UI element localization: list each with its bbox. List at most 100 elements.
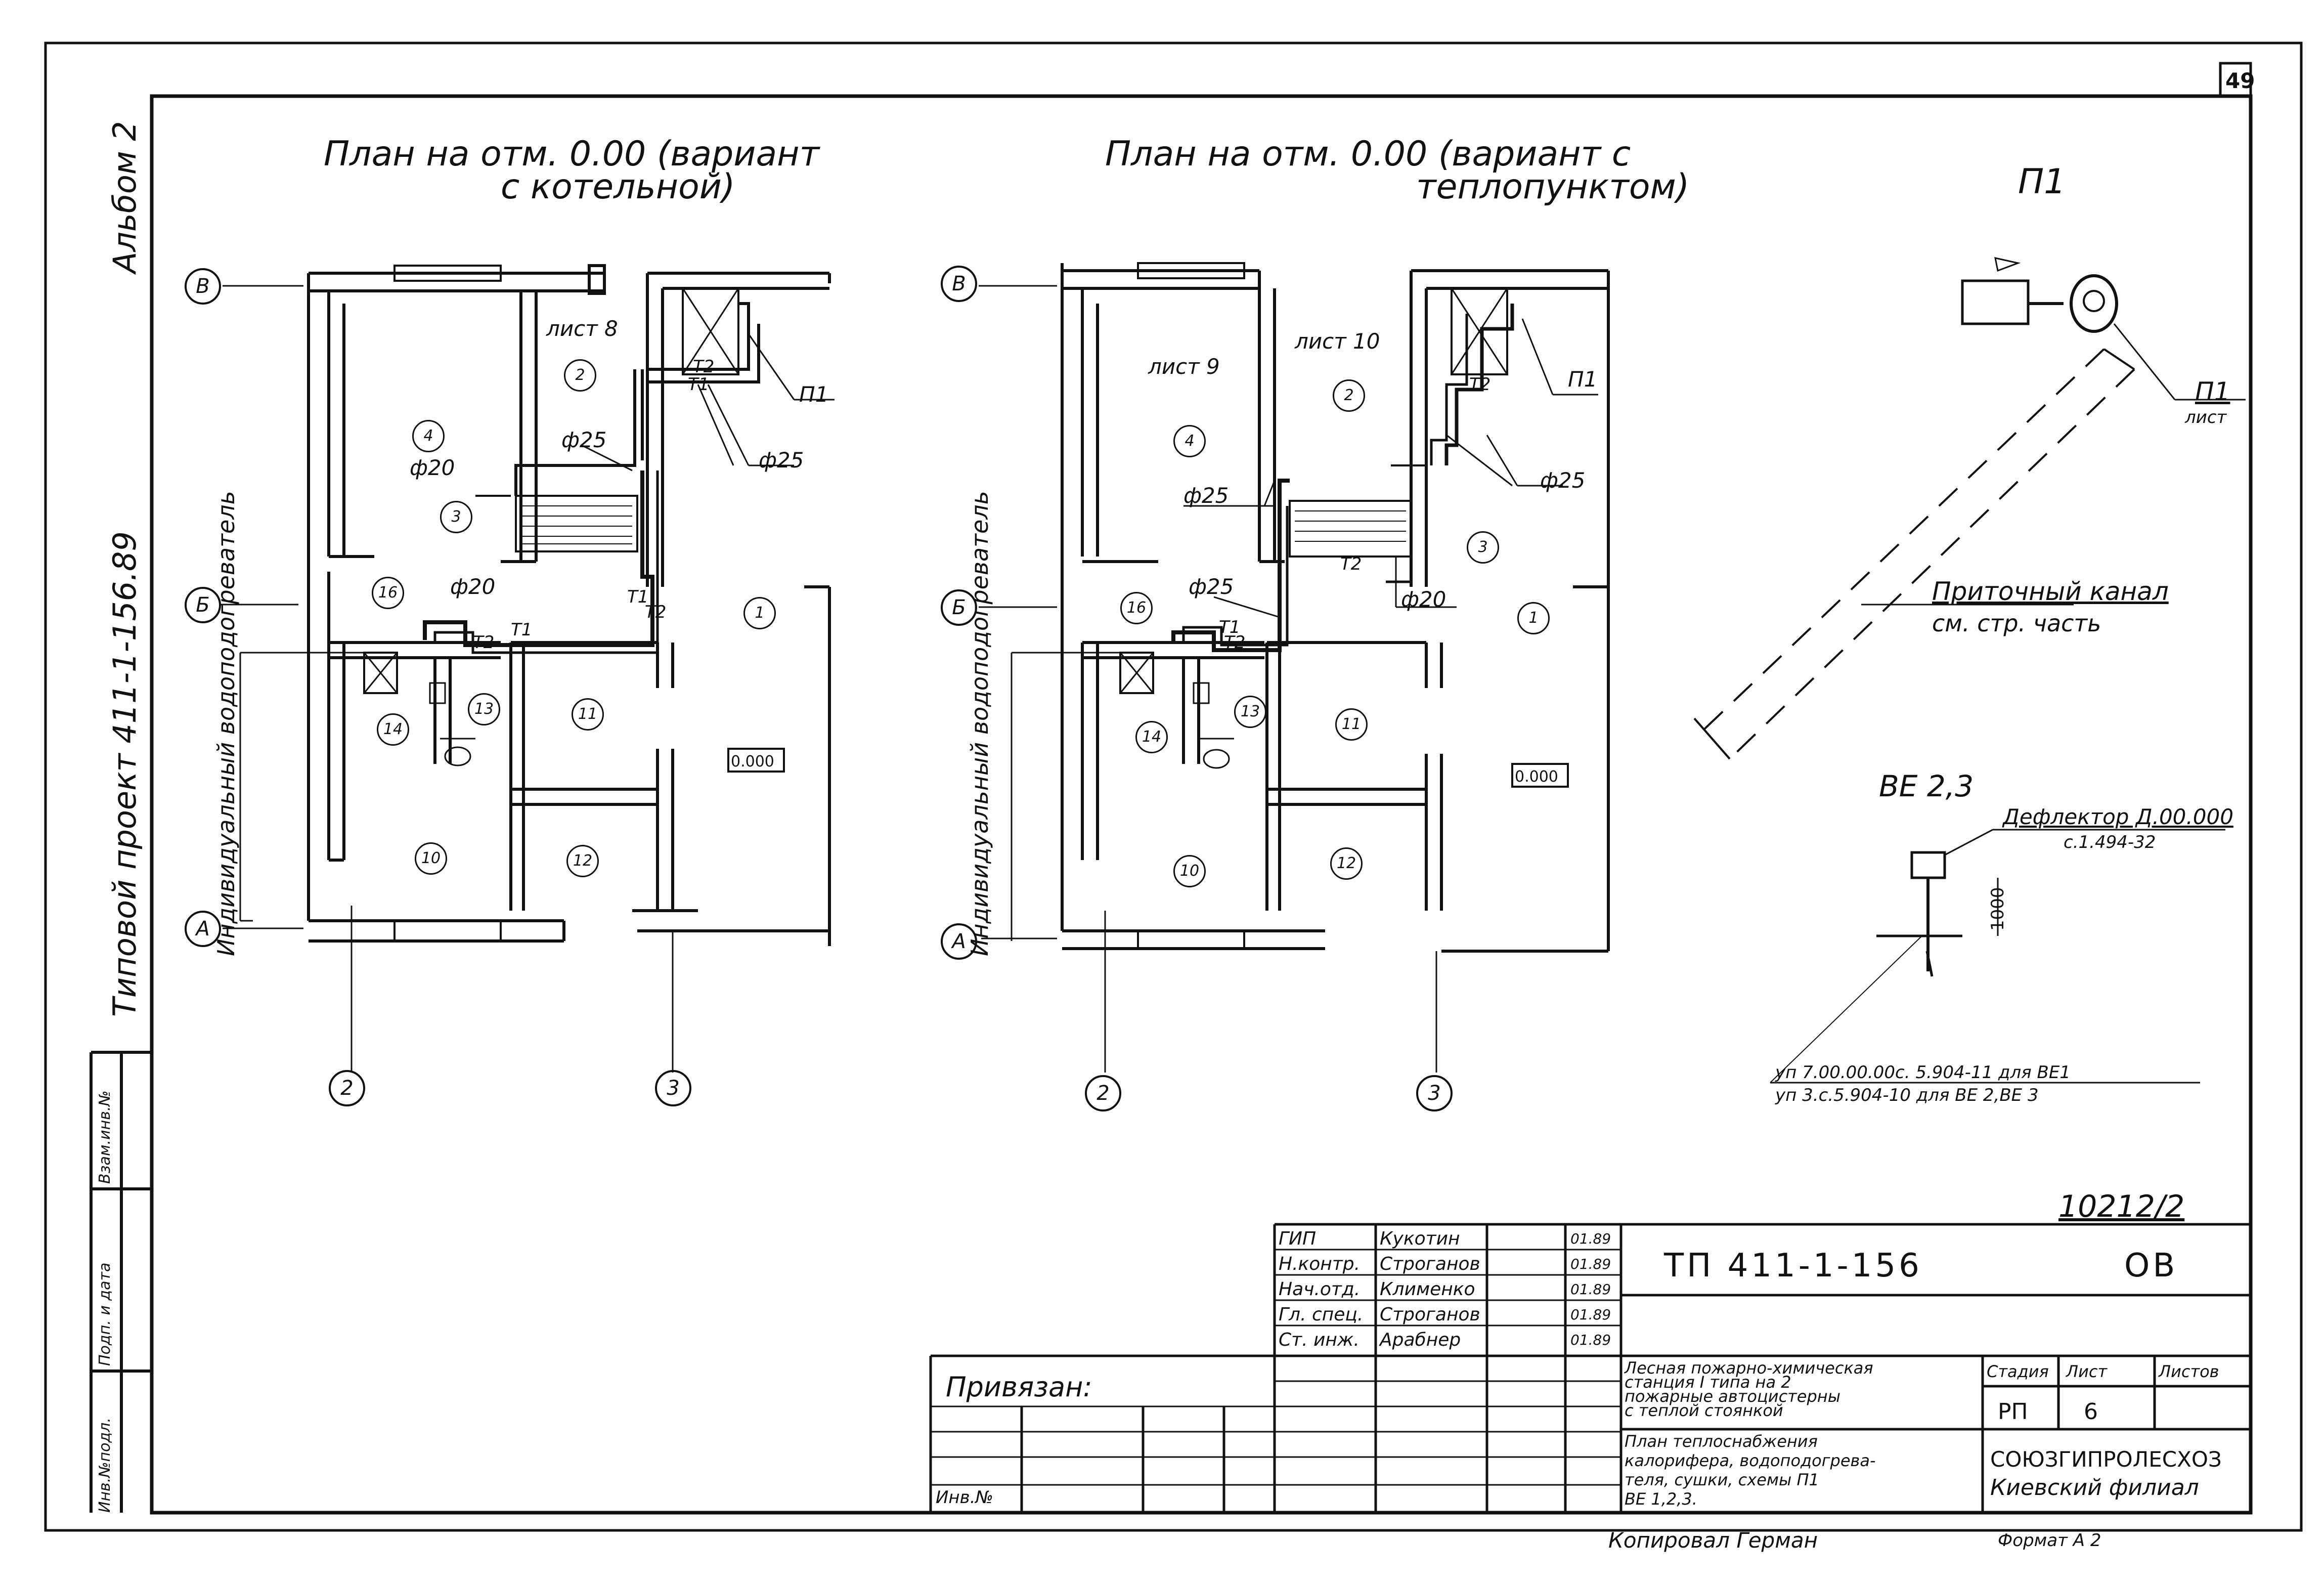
room-16: 16 [1120,592,1153,624]
sheet-number: 49 [2225,68,2255,93]
be-scheme [1770,829,2225,1084]
be-title: ВЕ 2,3 [1879,769,1974,803]
axis-2-right: 2 [1085,1075,1121,1111]
object-line-2: станция I типа на 2 [1625,1373,1791,1392]
stage-value: РП [1998,1399,2028,1425]
axis-3-left: 3 [655,1070,691,1106]
plan-right-t1-label: Т1 [1219,617,1241,637]
plan-right-title-line2: теплопунктом) [1416,167,1690,207]
signer-name-2: Строганов [1380,1254,1480,1274]
axis-B-right: Б [941,589,977,626]
signer-date-4: 01.89 [1570,1306,1611,1323]
sheet-title-line-4: ВЕ 1,2,3. [1625,1489,1697,1509]
room-2: 2 [1333,379,1365,412]
axis-V-left: В [185,268,221,305]
plan-left-title-line2: с котельной) [501,167,735,207]
axis-A-right: А [941,923,977,960]
signer-role-3: Нач.отд. [1279,1279,1361,1300]
signer-date-1: 01.89 [1570,1230,1611,1247]
drawing-copy-number: 10212/2 [2058,1189,2185,1224]
be-note-1: уп 7.00.00.00с. 5.904-11 для ВЕ1 [1775,1062,2071,1083]
p1-duct-sub: см. стр. часть [1932,610,2101,637]
signer-name-1: Кукотин [1380,1228,1460,1249]
org-line-1: СОЮЗГИПРОЛЕСХОЗ [1990,1447,2222,1472]
album-label: Альбом 2 [106,121,143,273]
room-11: 11 [1335,708,1368,741]
room-1: 1 [743,597,776,629]
room-14: 14 [1135,721,1168,753]
project-label: Типовой проект 411-1-156.89 [106,531,143,1017]
be-deflector-label: Дефлектор Д.00.000 [2003,804,2233,829]
signer-name-4: Строганов [1380,1304,1480,1325]
p1-leader-label: П1 [2195,377,2230,406]
signer-date-2: 01.89 [1570,1256,1611,1272]
title-block [929,1223,2251,1513]
signer-role-4: Гл. спец. [1279,1304,1364,1325]
plan-left-d20-label-2: ф20 [450,574,496,599]
signer-name-3: Клименко [1380,1279,1475,1300]
room-13: 13 [1234,696,1266,728]
axis-V-right: В [941,266,977,302]
sheet-header: Лист [2066,1362,2108,1381]
room-12: 12 [1330,847,1363,880]
axis-A-left: А [185,911,221,947]
side-cell-replace: Взам.инв.№ [96,1090,114,1184]
room-1: 1 [1517,602,1550,634]
org-line-2: Киевский филиал [1990,1475,2199,1501]
p1-scheme [1693,257,2246,760]
object-line-1: Лесная пожарно-химическая [1625,1358,1873,1378]
sheet-title-line-1: План теплоснабжения [1625,1432,1818,1451]
room-2: 2 [564,359,596,392]
room-13: 13 [468,693,500,725]
stage-header: Стадия [1987,1362,2049,1381]
plan-left-heater-label: Индивидуальный водоподогреватель [212,491,240,956]
plan-right-sheet-ref-a: лист 9 [1148,354,1220,379]
room-10: 10 [1173,855,1206,887]
room-4: 4 [412,420,445,452]
plan-left-p1-label: П1 [799,382,829,407]
axis-B-left: Б [185,587,221,623]
plan-right-sheet-ref-b: лист 10 [1295,329,1380,354]
sheets-header: Листов [2159,1362,2219,1381]
axis-3-right: 3 [1416,1075,1453,1111]
plan-left-level-mark: 0.000 [731,753,774,771]
plan-left-walls [220,264,835,1073]
plan-left-d25-label-2: ф25 [759,448,804,473]
side-cell-sign: Подп. и дата [96,1262,114,1366]
plan-right-d25-label-3: ф25 [1189,574,1234,599]
signer-role-2: Н.контр. [1279,1254,1361,1274]
plan-right-t2-label-2: Т2 [1340,554,1362,574]
object-line-4: с теплой стоянкой [1625,1401,1783,1420]
sheet-value: 6 [2084,1399,2098,1425]
signer-date-5: 01.89 [1570,1332,1611,1348]
signer-date-3: 01.89 [1570,1281,1611,1298]
plan-left-title-line1: План на отм. 0.00 (вариант [324,134,820,174]
plan-left-t1-label-2: Т1 [511,620,533,640]
be-dimension: 1000 [1988,887,2008,931]
room-4: 4 [1173,425,1206,457]
plan-left-t2-label-3: Т2 [645,602,667,622]
signer-role-5: Ст. инж. [1279,1330,1360,1350]
plan-left-t2-label-2: Т2 [473,632,495,653]
plan-right-d20-label: ф20 [1401,587,1446,612]
sheet-title-line-2: калорифера, водоподогрева- [1625,1451,1876,1470]
room-3: 3 [440,501,472,533]
plan-right-t2-label: Т2 [1224,632,1246,653]
drawing-mark: ОВ [2124,1247,2178,1285]
sheet-title-line-3: теля, сушки, схемы П1 [1625,1470,1819,1489]
room-12: 12 [566,845,599,877]
plan-right-t2-label-3: Т2 [1469,374,1491,395]
plan-left-d25-label: ф25 [561,427,607,452]
plan-right-d25-label-2: ф25 [1183,483,1229,508]
be-note-2: уп 3.с.5.904-10 для ВЕ 2,ВЕ 3 [1775,1085,2039,1105]
plan-right-title-line1: План на отм. 0.00 (вариант с [1105,134,1631,174]
p1-duct-label: Приточный канал [1932,577,2169,606]
copied-by: Копировал Герман [1608,1528,1818,1553]
room-16: 16 [372,577,404,609]
room-11: 11 [572,698,604,731]
signer-role-1: ГИП [1279,1228,1317,1249]
room-10: 10 [415,842,447,875]
p1-title: П1 [2018,162,2066,202]
drawing-code: ТП 411-1-156 [1664,1247,1922,1285]
room-14: 14 [377,713,409,746]
